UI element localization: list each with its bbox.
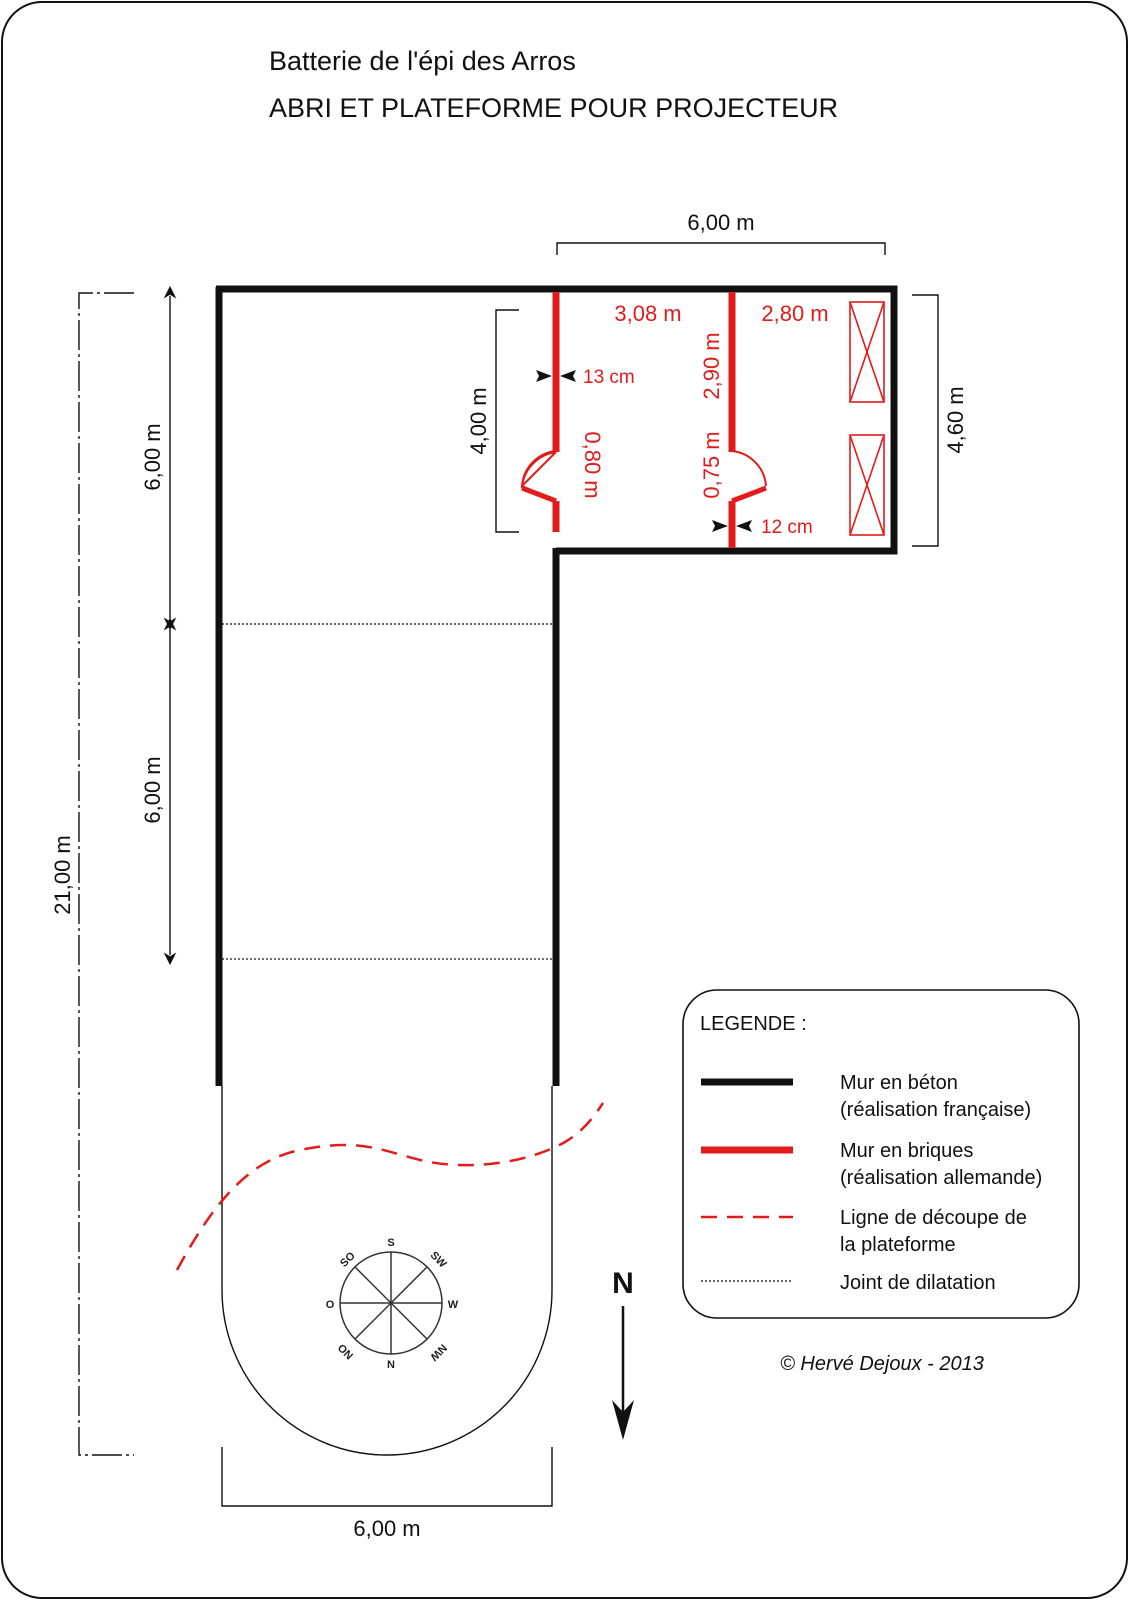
legend-cut-line1: Ligne de découpe de: [840, 1207, 1027, 1229]
north-label: N: [612, 1267, 634, 1300]
dim-segment-upper: 6,00 m: [140, 423, 165, 490]
dim-total-length: 21,00 m: [50, 835, 75, 915]
legend-concrete-line1: Mur en béton: [840, 1072, 958, 1094]
dim-thickness-left: 13 cm: [583, 367, 635, 388]
concrete-wall-top: [216, 285, 898, 555]
platform: [215, 287, 560, 1456]
shelter: [216, 285, 898, 555]
dim-door-right: 0,75 m: [699, 431, 724, 498]
door-right-leaf: [731, 485, 767, 504]
dimension-lines: [78, 242, 939, 1507]
legend-brick-line1: Mur en briques: [840, 1140, 973, 1162]
dim-shelter-depth: 4,60 m: [943, 386, 968, 453]
platform-outline: [221, 1086, 553, 1456]
equipment-box-upper: [849, 301, 885, 403]
legend-concrete-line2: (réalisation française): [840, 1099, 1031, 1121]
dim-door-left: 0,80 m: [580, 431, 605, 498]
door-left-leaf: [521, 485, 557, 504]
compass-nw: NW: [427, 1341, 449, 1363]
title-line-1: Batterie de l'épi des Arros: [269, 46, 576, 76]
legend: LEGENDE : Mur en béton (réalisation fran…: [682, 989, 1080, 1319]
equipment-box-lower: [849, 434, 885, 536]
compass-o: O: [326, 1299, 335, 1311]
platform-cut-line: [175, 1102, 605, 1271]
door-left-swing: [521, 450, 557, 487]
compass-rose: [339, 1251, 443, 1355]
dim-bottom-width: 6,00 m: [353, 1516, 420, 1541]
dim-room-left: 3,08 m: [614, 301, 681, 326]
compass-sw: SW: [428, 1249, 449, 1270]
dim-segment-middle: 6,00 m: [140, 756, 165, 823]
thickness-arrows: [536, 370, 752, 532]
dim-wall-length: 4,00 m: [466, 387, 491, 454]
compass-s: S: [387, 1237, 394, 1249]
legend-box: [682, 989, 1080, 1319]
copyright: © Hervé Dejoux - 2013: [780, 1353, 984, 1375]
legend-cut-line2: la plateforme: [840, 1234, 956, 1256]
dim-wall-segment: 2,90 m: [699, 332, 724, 399]
legend-joint-line1: Joint de dilatation: [840, 1272, 996, 1294]
dim-room-right: 2,80 m: [761, 301, 828, 326]
north-arrow-head: [612, 1400, 634, 1440]
compass-w: W: [448, 1299, 459, 1311]
dim-top-width: 6,00 m: [687, 210, 754, 235]
compass-no: NO: [335, 1341, 355, 1361]
dim-thickness-right: 12 cm: [761, 517, 813, 538]
legend-title: LEGENDE :: [700, 1013, 807, 1035]
legend-brick-line2: (réalisation allemande): [840, 1167, 1042, 1189]
title-line-2: ABRI ET PLATEFORME POUR PROJECTEUR: [269, 93, 838, 123]
door-right-swing: [731, 450, 767, 487]
compass-n: N: [387, 1359, 395, 1371]
